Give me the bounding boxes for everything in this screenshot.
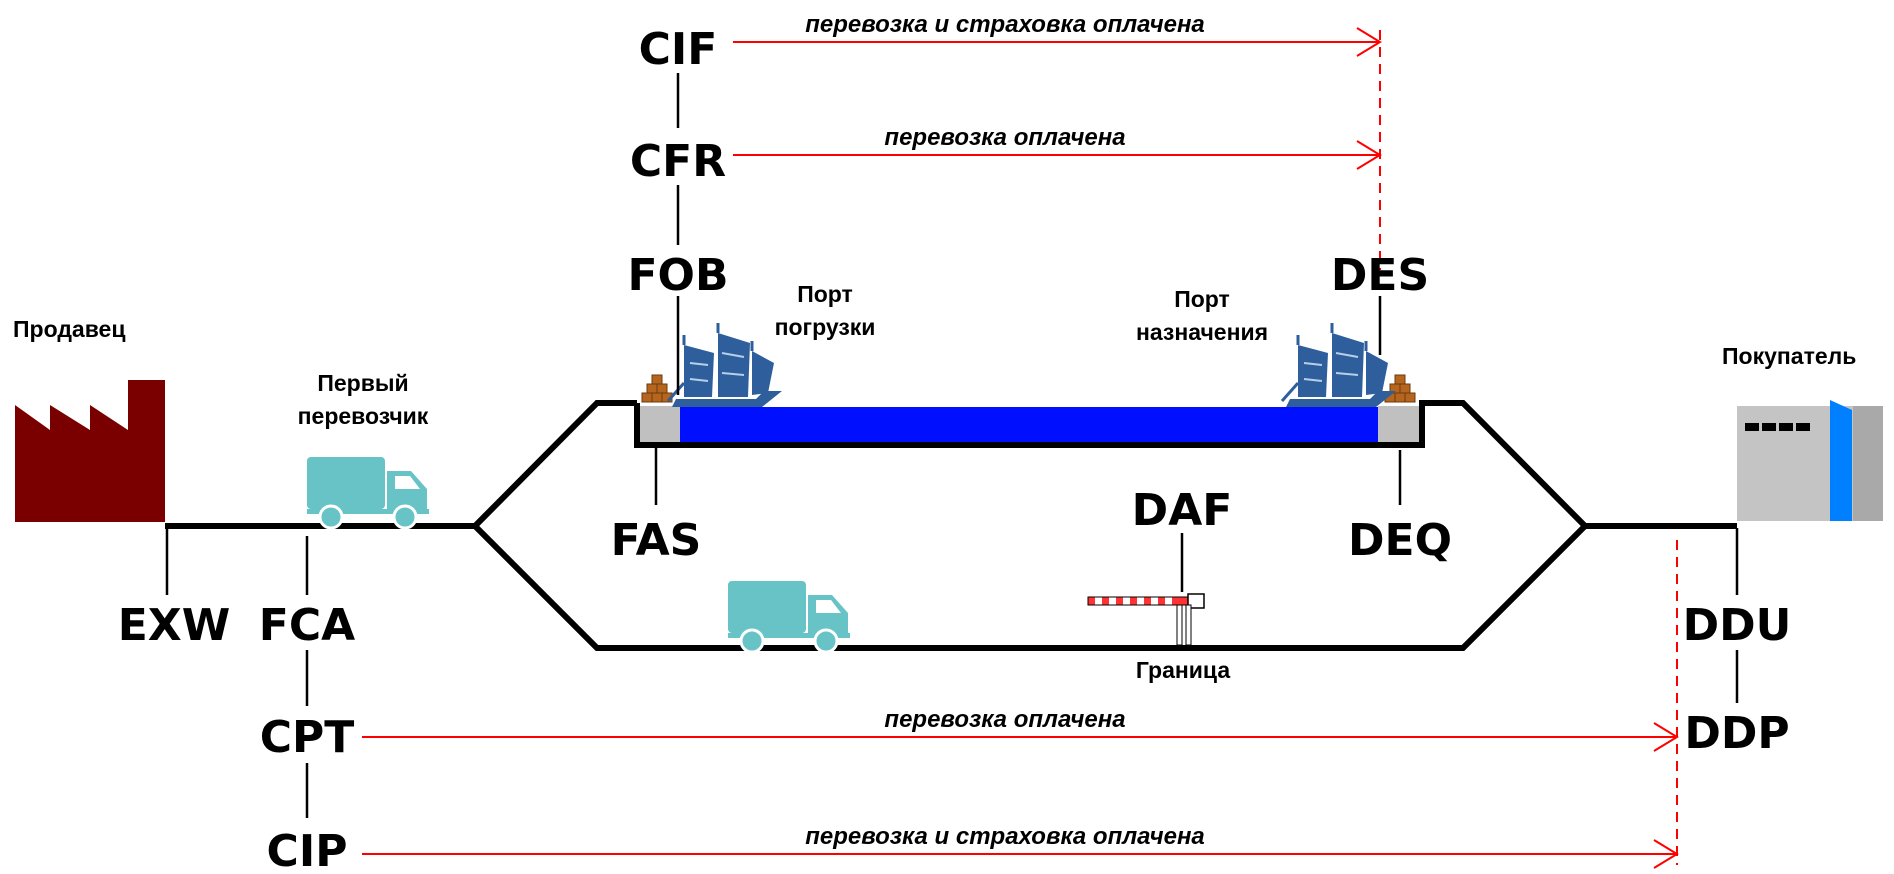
route-network	[165, 400, 1737, 651]
destination-dock	[1378, 406, 1419, 442]
cpt-arrow-text: перевозка оплачена	[884, 706, 1125, 733]
crates-icon	[1384, 374, 1416, 403]
seller-label: Продавец	[13, 316, 125, 342]
truck-icon	[305, 455, 431, 530]
crates-icon	[641, 374, 673, 403]
term-cif: CIF	[639, 24, 718, 75]
delivery-limits	[1379, 30, 1678, 865]
loading-dock	[640, 406, 680, 442]
dest-port-label-2: назначения	[1136, 319, 1268, 345]
term-fca: FCA	[259, 600, 355, 651]
term-deq: DEQ	[1348, 515, 1452, 566]
buyer-label: Покупатель	[1722, 343, 1856, 369]
term-daf: DAF	[1132, 485, 1233, 536]
cip-arrow-text: перевозка и страховка оплачена	[805, 823, 1205, 850]
building-icon	[1737, 400, 1883, 521]
payment-arrows	[362, 27, 1679, 869]
cfr-arrow-text: перевозка оплачена	[884, 124, 1125, 151]
term-ddu: DDU	[1683, 600, 1792, 651]
term-des: DES	[1331, 250, 1429, 301]
term-exw: EXW	[118, 600, 231, 651]
ship-icon	[666, 321, 784, 409]
term-fas: FAS	[611, 515, 702, 566]
cif-arrow-text: перевозка и страховка оплачена	[805, 11, 1205, 38]
term-fob: FOB	[628, 250, 729, 301]
term-cpt: CPT	[260, 712, 355, 763]
term-ddp: DDP	[1684, 708, 1789, 759]
first-carrier-label-1: Первый	[317, 370, 408, 396]
first-carrier-label-2: перевозчик	[298, 403, 429, 429]
term-cip: CIP	[267, 826, 348, 874]
dest-port-label-1: Порт	[1174, 286, 1230, 312]
water-channel	[680, 407, 1378, 442]
term-cfr: CFR	[630, 136, 726, 187]
barrier-icon	[1087, 593, 1205, 646]
factory-icon	[15, 380, 165, 522]
term-connectors	[165, 73, 1739, 818]
loading-port-label-1: Порт	[797, 281, 853, 307]
loading-port-label-2: погрузки	[775, 314, 876, 340]
truck-icon	[726, 579, 852, 654]
border-label: Граница	[1136, 657, 1230, 683]
